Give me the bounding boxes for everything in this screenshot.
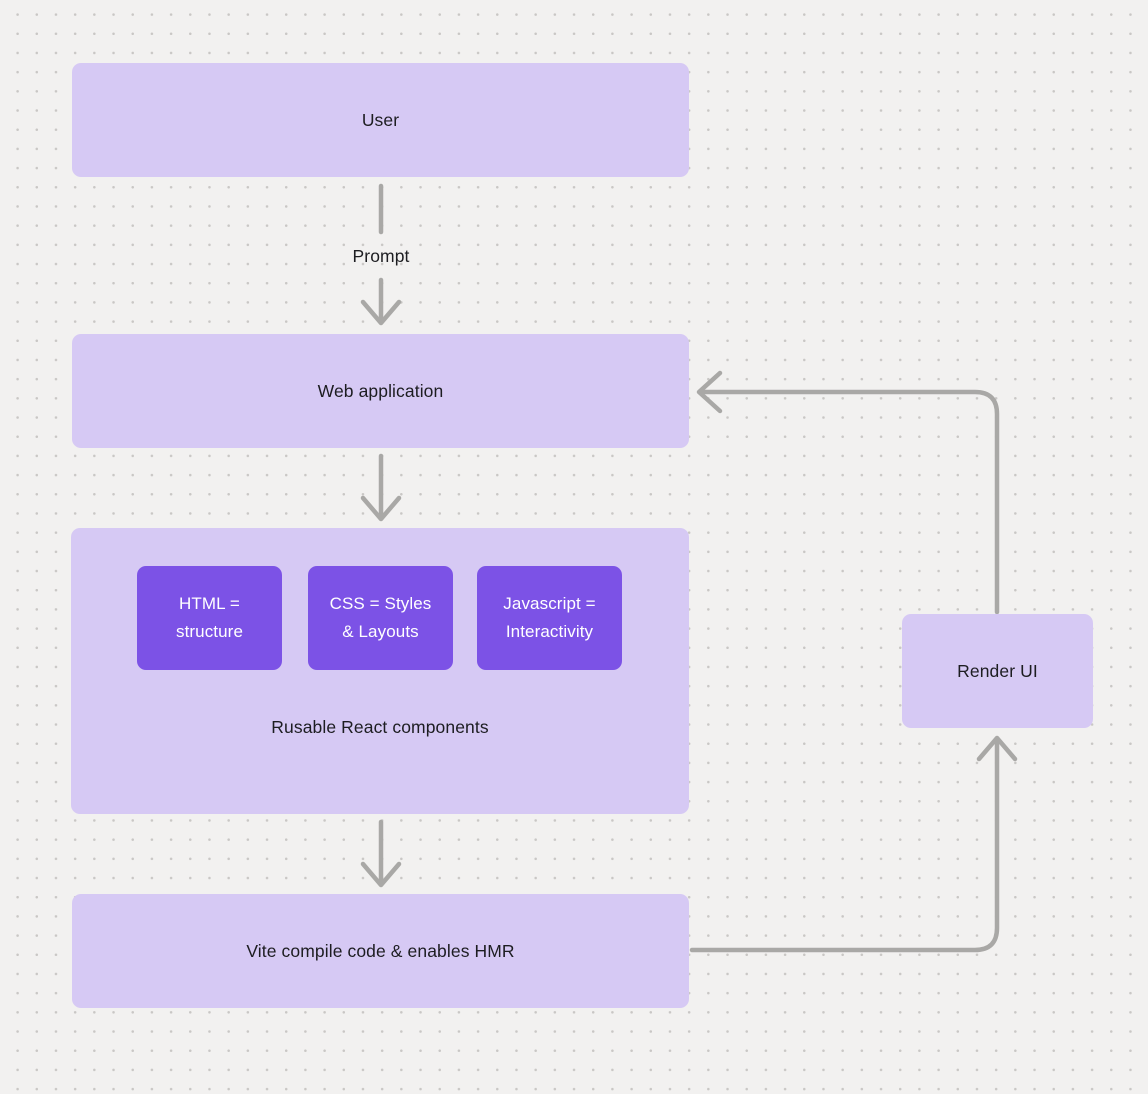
node-render-ui[interactable]: Render UI: [902, 614, 1093, 728]
node-html-label-line1: HTML =: [179, 594, 240, 613]
node-css[interactable]: CSS = Styles & Layouts: [308, 566, 453, 670]
node-html[interactable]: HTML = structure: [137, 566, 282, 670]
connector-renderui-to-webapp[interactable]: [696, 370, 1000, 615]
node-html-label-line2: structure: [175, 622, 244, 641]
node-components-group[interactable]: HTML = structure CSS = Styles & Layouts …: [71, 528, 689, 814]
node-user[interactable]: User: [72, 63, 689, 177]
node-css-label-line2: & Layouts: [342, 622, 419, 641]
node-components-group-label: Rusable React components: [271, 717, 489, 737]
node-javascript-label-line1: Javascript =: [503, 594, 596, 613]
edge-label-prompt[interactable]: Prompt: [352, 246, 410, 266]
node-javascript[interactable]: Javascript = Interactivity: [477, 566, 622, 670]
node-css-label-line1: CSS = Styles: [329, 594, 432, 613]
node-vite[interactable]: Vite compile code & enables HMR: [72, 894, 689, 1008]
node-user-label: User: [361, 109, 400, 130]
connector-vite-to-renderui[interactable]: [689, 735, 1018, 953]
node-web-application-label: Web application: [317, 380, 444, 401]
node-web-application[interactable]: Web application: [72, 334, 689, 448]
node-render-ui-label: Render UI: [957, 660, 1038, 681]
node-javascript-label-line2: Interactivity: [505, 622, 594, 641]
connector-user-to-webapp[interactable]: [360, 183, 402, 326]
node-vite-label: Vite compile code & enables HMR: [246, 940, 515, 961]
connector-components-to-vite[interactable]: [360, 819, 402, 888]
connector-webapp-to-components[interactable]: [360, 453, 402, 522]
